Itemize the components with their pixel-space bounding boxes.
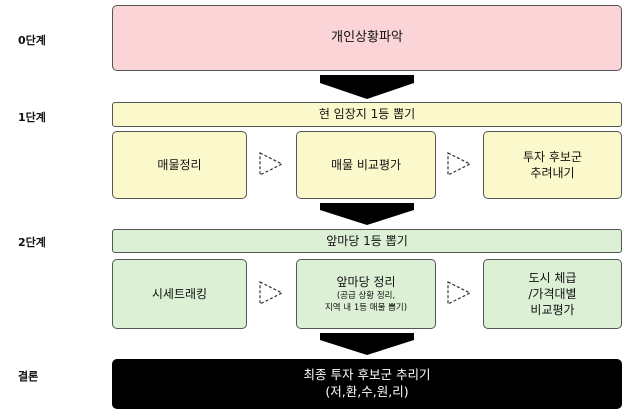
step2-header-text: 앞마당 1등 뽑기	[326, 233, 408, 248]
chevron-right-icon	[259, 281, 284, 305]
conclusion-line1: 최종 투자 후보군 추리기	[303, 367, 431, 383]
step1-box-organize-text: 매물정리	[157, 157, 202, 172]
step2-box-city-compare: 도시 체급 /가격대별 비교평가	[483, 259, 622, 329]
stage-label-2: 2단계	[18, 236, 46, 249]
down-arrow-icon	[320, 203, 414, 225]
step1-header-text: 현 임장지 1등 뽑기	[318, 107, 416, 122]
step1-header: 현 임장지 1등 뽑기	[112, 102, 622, 127]
step2-header: 앞마당 1등 뽑기	[112, 229, 622, 253]
step1-box-organize: 매물정리	[112, 131, 247, 199]
stage-label-conclusion: 결론	[18, 370, 39, 383]
conclusion-box: 최종 투자 후보군 추리기 (저,환,수,원,리)	[112, 359, 622, 409]
step2-box-tracking-text: 시세트래킹	[151, 286, 208, 301]
step2-box-city-compare-line2: /가격대별	[528, 286, 577, 301]
step1-box-shortlist-line1: 투자 후보군	[522, 149, 582, 164]
step0-box: 개인상황파악	[112, 5, 622, 71]
step0-title: 개인상황파악	[331, 30, 403, 46]
step2-box-city-compare-line3: 비교평가	[530, 303, 575, 318]
step1-box-compare: 매물 비교평가	[296, 131, 436, 199]
step2-box-frontyard: 앞마당 정리 (공급 상황 정리, 지역 내 1등 매물 뽑기)	[296, 259, 436, 329]
step1-box-compare-text: 매물 비교평가	[330, 157, 402, 172]
step1-box-shortlist: 투자 후보군 추려내기	[483, 131, 622, 199]
down-arrow-icon	[320, 75, 414, 99]
step2-box-frontyard-title: 앞마당 정리	[336, 274, 396, 289]
stage-label-0: 0단계	[18, 34, 46, 47]
stage-label-1: 1단계	[18, 111, 46, 124]
step2-box-city-compare-line1: 도시 체급	[528, 270, 577, 285]
chevron-right-icon	[447, 152, 472, 176]
conclusion-line2: (저,환,수,원,리)	[325, 384, 409, 399]
step2-box-frontyard-sub1: (공급 상황 정리,	[336, 290, 396, 301]
step1-box-shortlist-line2: 추려내기	[530, 166, 575, 180]
step2-box-tracking: 시세트래킹	[112, 259, 247, 329]
step2-box-frontyard-sub2: 지역 내 1등 매물 뽑기)	[324, 303, 408, 314]
down-arrow-icon	[320, 333, 414, 355]
chevron-right-icon	[259, 152, 284, 176]
chevron-right-icon	[447, 281, 472, 305]
